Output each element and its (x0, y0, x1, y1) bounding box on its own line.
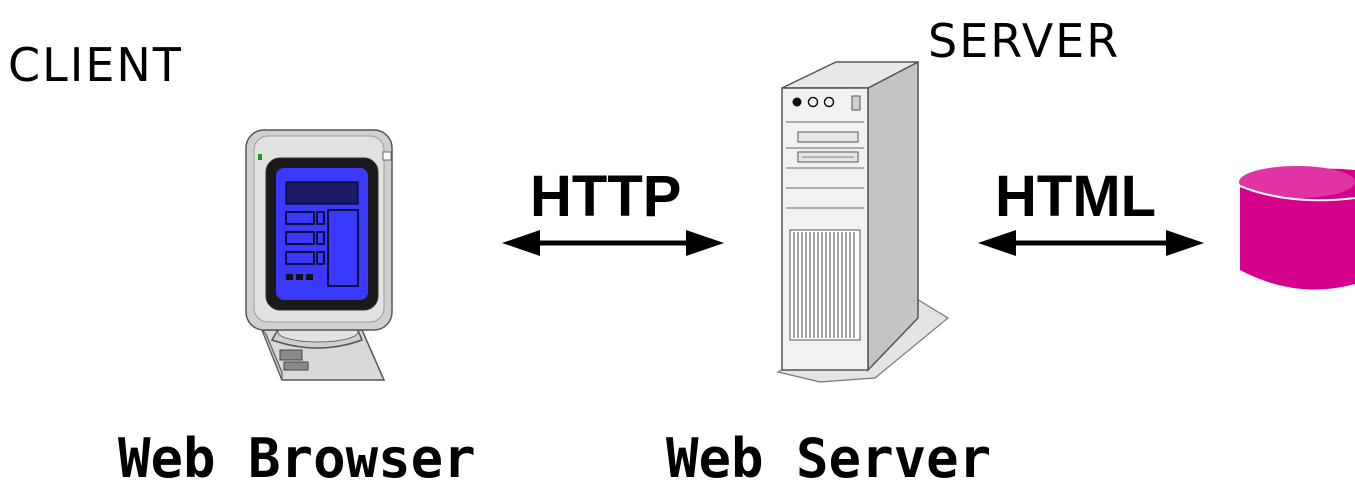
html-label: HTML (995, 164, 1157, 229)
client-heading: CLIENT (8, 38, 183, 92)
web-browser-caption: Web Browser (118, 427, 476, 490)
server-heading: SERVER (928, 14, 1121, 68)
web-server-caption: Web Server (666, 427, 992, 490)
http-label: HTTP (530, 164, 682, 229)
